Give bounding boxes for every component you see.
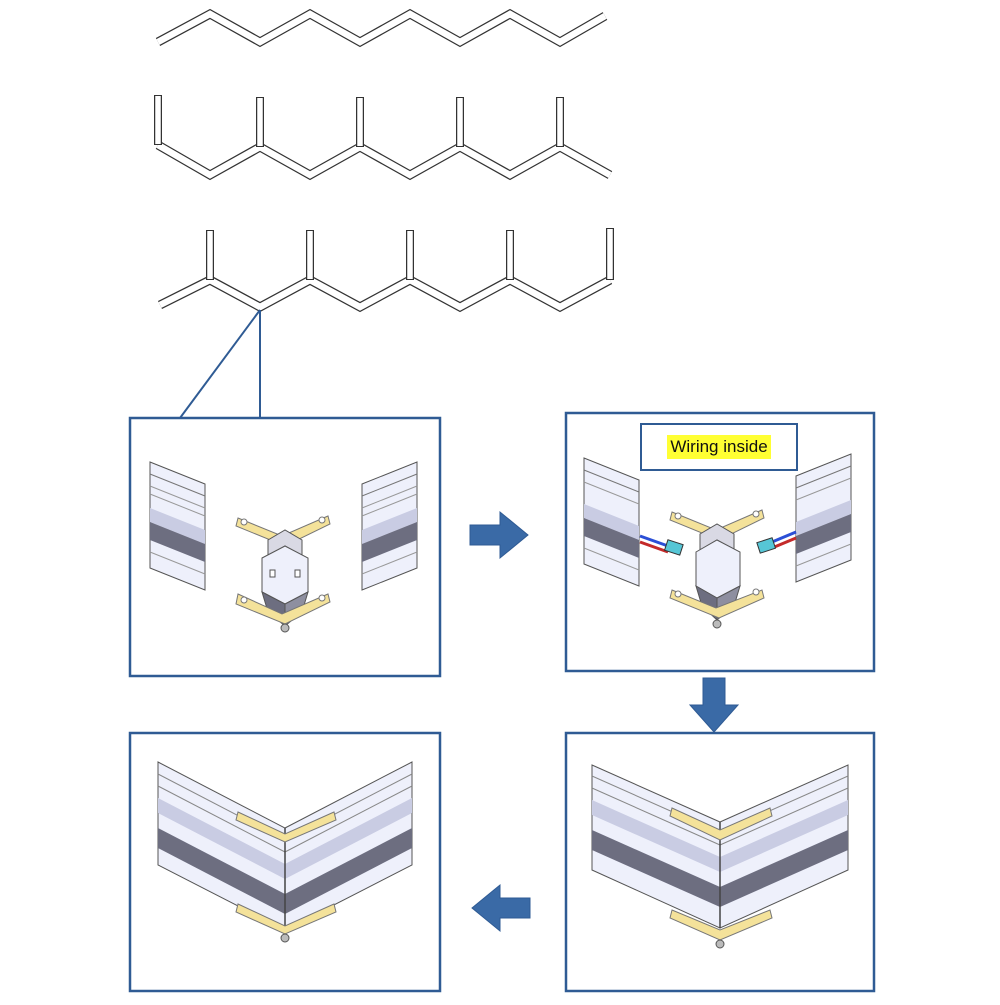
- panel-2-wiring: [583, 453, 852, 629]
- zigzag-layout-1: [155, 8, 608, 48]
- zigzag-layout-3: [157, 228, 614, 313]
- arrow-left-icon: [471, 883, 531, 933]
- panel-step-3: [564, 731, 876, 993]
- left-profile: [583, 457, 640, 587]
- wire-right: [756, 530, 797, 554]
- panel-step-2: [564, 411, 876, 673]
- panel-4-final: [157, 761, 413, 943]
- arrow-down-icon: [688, 677, 740, 733]
- zoom-callout-lines: [179, 309, 261, 419]
- panel-step-4: [128, 731, 442, 993]
- zigzag-layout-2: [154, 95, 613, 181]
- wiring-callout-box: Wiring inside: [640, 423, 798, 471]
- lower-bracket: [235, 593, 331, 633]
- panel-1-exploded-joint: [149, 461, 418, 633]
- right-profile: [361, 461, 418, 591]
- right-profile: [795, 453, 852, 583]
- panel-step-1: [128, 416, 442, 678]
- left-profile: [149, 461, 206, 591]
- wiring-callout-text: Wiring inside: [667, 435, 771, 459]
- panel-frames: [128, 411, 876, 993]
- panel-3-assembled: [591, 764, 849, 949]
- wire-left: [639, 534, 684, 556]
- arrow-right-icon: [469, 510, 529, 560]
